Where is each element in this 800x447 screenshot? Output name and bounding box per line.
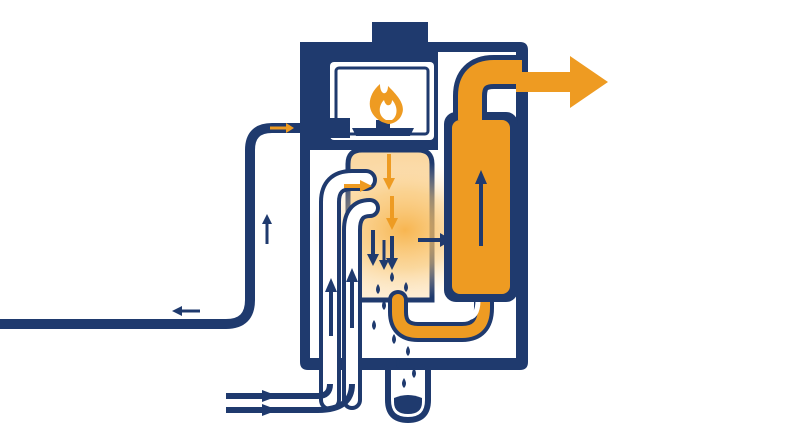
flue-collector xyxy=(444,55,522,302)
return-up-arrows xyxy=(325,268,358,336)
return-inlet-arrows xyxy=(226,383,355,416)
return-loop-pipe xyxy=(319,169,380,411)
burner-bar xyxy=(352,128,414,136)
flue-outlet-arrow-icon xyxy=(516,56,608,108)
pipe-up-arrow-icon xyxy=(262,214,272,244)
gas-supply-pipe xyxy=(0,118,350,329)
condensate-trap xyxy=(385,364,431,424)
flame-icon xyxy=(369,84,403,124)
flow-outlet-arrow-icon xyxy=(172,306,200,316)
flue-down-arrows xyxy=(367,154,398,270)
